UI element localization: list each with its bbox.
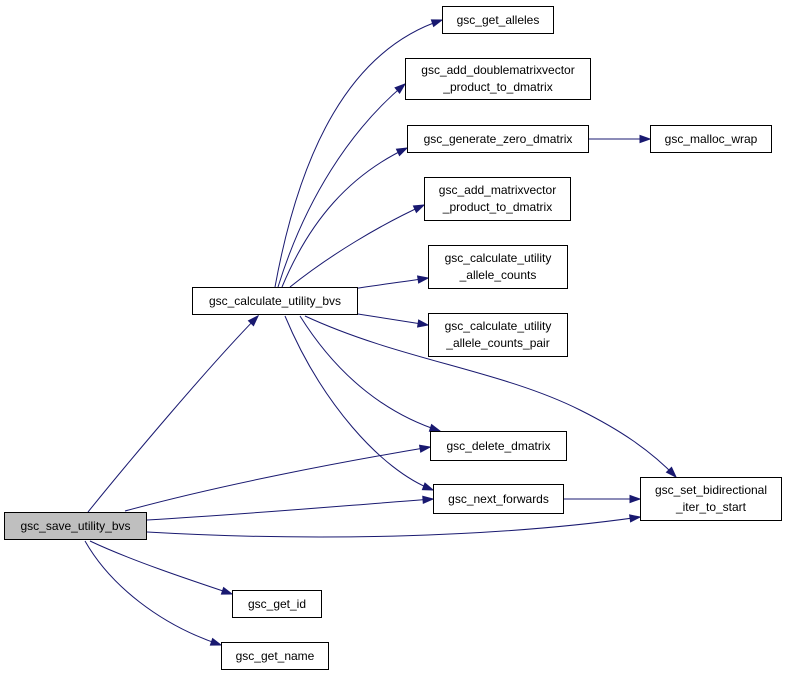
node-gsc-next-forwards[interactable]: gsc_next_forwards — [433, 484, 564, 514]
edge-save-utility-bvs-to-next-forwards — [146, 495, 435, 521]
edge-generate-zero-dmatrix-to-malloc-wrap — [589, 134, 652, 144]
arrowhead — [416, 275, 430, 284]
arrowhead — [629, 494, 642, 504]
edge-calculate-utility-bvs-to-next-forwards — [284, 315, 435, 491]
arrowhead — [247, 314, 260, 327]
node-gsc-calculate-utility-allele-counts-pair[interactable]: gsc_calculate_utility _allele_counts_pai… — [428, 313, 568, 357]
node-gsc-save-utility-bvs[interactable]: gsc_save_utility_bvs — [4, 512, 147, 540]
arrowhead — [418, 444, 432, 453]
node-label: gsc_get_alleles — [456, 12, 540, 27]
arrowhead — [220, 586, 234, 595]
node-label-line-2: _product_to_dmatrix — [443, 80, 553, 94]
node-label-line-2: _allele_counts_pair — [446, 336, 550, 350]
node-gsc-add-doublematrixvector-product-to-dmatrix[interactable]: gsc_add_doublematrixvector _product_to_d… — [405, 58, 591, 100]
node-label-line-2: _allele_counts — [459, 268, 537, 282]
arrowhead — [629, 514, 642, 523]
edge-calculate-utility-bvs-to-delete-dmatrix — [299, 315, 442, 432]
node-label-line-1: gsc_calculate_utility — [444, 319, 552, 333]
node-gsc-calculate-utility-allele-counts[interactable]: gsc_calculate_utility _allele_counts — [428, 245, 568, 289]
edge-calculate-utility-bvs-to-add-matrixvector — [289, 204, 426, 288]
arrowhead — [665, 466, 678, 479]
node-gsc-delete-dmatrix[interactable]: gsc_delete_dmatrix — [430, 431, 567, 461]
edge-save-utility-bvs-to-get-id — [89, 540, 234, 595]
arrowhead — [209, 637, 223, 646]
edge-calculate-utility-bvs-to-generate-zero-dmatrix — [281, 147, 409, 288]
node-label-line-2: _iter_to_start — [675, 500, 747, 514]
node-gsc-get-alleles[interactable]: gsc_get_alleles — [442, 6, 554, 34]
node-gsc-malloc-wrap[interactable]: gsc_malloc_wrap — [650, 125, 772, 153]
arrowhead — [421, 482, 435, 491]
node-label: gsc_save_utility_bvs — [20, 518, 131, 533]
node-gsc-get-name[interactable]: gsc_get_name — [221, 642, 329, 670]
node-gsc-get-id[interactable]: gsc_get_id — [232, 590, 322, 618]
edge-calculate-utility-bvs-to-get-alleles — [274, 19, 444, 288]
edge-save-utility-bvs-to-set-bidirectional — [146, 514, 642, 538]
arrowhead — [416, 319, 430, 328]
node-gsc-add-matrixvector-product-to-dmatrix[interactable]: gsc_add_matrixvector _product_to_dmatrix — [424, 177, 571, 221]
edge-calculate-utility-bvs-to-set-bidirectional — [304, 315, 678, 479]
node-label: gsc_get_name — [235, 648, 315, 663]
node-label-line-1: gsc_add_matrixvector — [438, 183, 557, 197]
arrowhead — [395, 147, 409, 157]
node-label: gsc_malloc_wrap — [664, 131, 758, 146]
arrowhead — [412, 204, 426, 214]
node-gsc-calculate-utility-bvs[interactable]: gsc_calculate_utility_bvs — [192, 287, 358, 315]
arrowhead — [422, 495, 435, 504]
edge-save-utility-bvs-to-delete-dmatrix — [124, 444, 432, 512]
arrowhead — [430, 19, 444, 28]
arrowhead — [639, 134, 652, 144]
node-label-line-1: gsc_calculate_utility — [444, 251, 552, 265]
edge-next-forwards-to-set-bidirectional — [564, 494, 642, 504]
node-label-line-2: _product_to_dmatrix — [442, 200, 553, 214]
edge-save-utility-bvs-to-get-name — [84, 540, 223, 646]
node-gsc-generate-zero-dmatrix[interactable]: gsc_generate_zero_dmatrix — [407, 125, 589, 153]
node-label: gsc_get_id — [247, 596, 307, 611]
edge-calculate-utility-bvs-to-add-doublematrixvector — [277, 83, 407, 288]
arrowhead — [394, 83, 407, 94]
node-label: gsc_generate_zero_dmatrix — [423, 131, 573, 146]
node-gsc-set-bidirectional-iter-to-start[interactable]: gsc_set_bidirectional _iter_to_start — [640, 477, 782, 521]
node-label: gsc_calculate_utility_bvs — [208, 293, 342, 308]
node-label: gsc_next_forwards — [448, 491, 549, 506]
node-label: gsc_delete_dmatrix — [446, 438, 551, 453]
node-label-line-1: gsc_set_bidirectional — [654, 483, 768, 497]
edge-save-utility-bvs-to-calculate-utility-bvs — [87, 314, 260, 513]
node-label-line-1: gsc_add_doublematrixvector — [421, 63, 575, 77]
